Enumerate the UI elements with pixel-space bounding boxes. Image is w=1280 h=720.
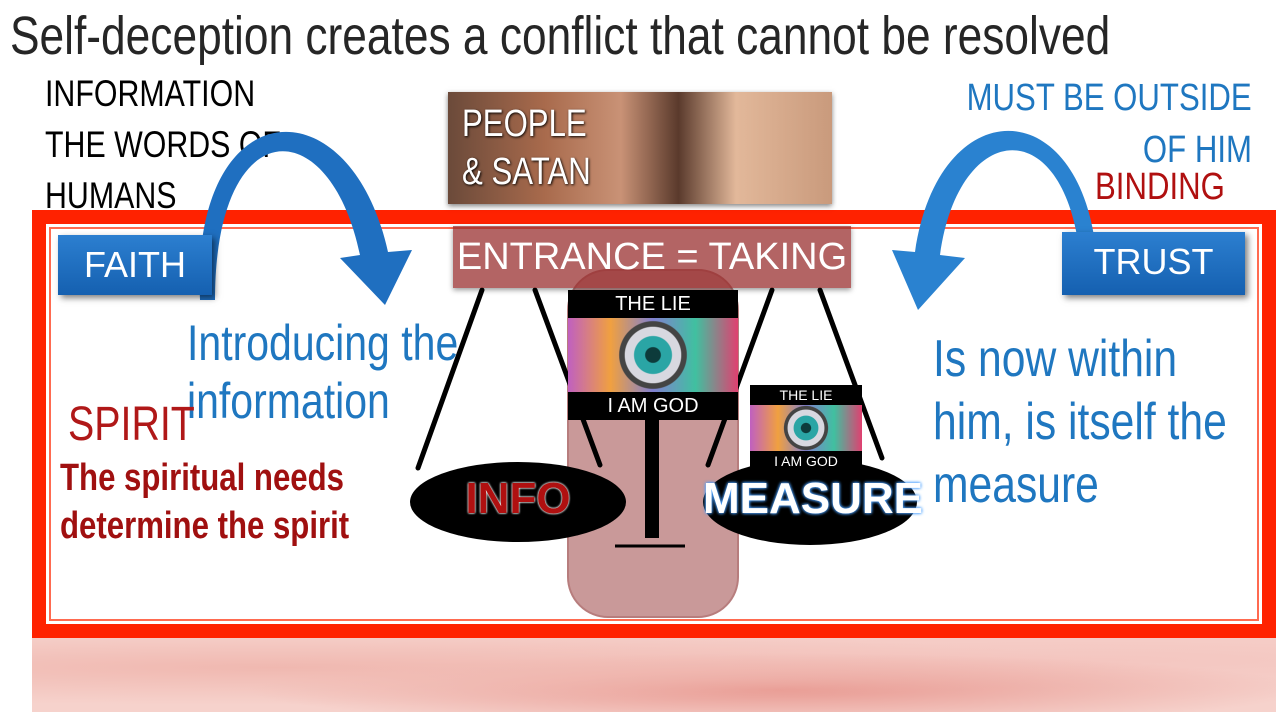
eye-image: [750, 405, 862, 451]
information-text: INFORMATION THE WORDS OF HUMANS: [45, 73, 281, 216]
scale-strings: [415, 287, 885, 471]
trust-box: TRUST: [1062, 232, 1245, 295]
info-pan: [410, 462, 626, 542]
faith-box: FAITH: [58, 235, 212, 295]
entrance-box: ENTRANCE = TAKING IN: [453, 226, 851, 340]
eye-image: [568, 318, 738, 392]
measure-label: MEASURE: [703, 474, 924, 523]
lie-eye-card: THE LIE I AM GOD: [568, 290, 738, 420]
lie-eye-card-small: THE LIE I AM GOD: [750, 385, 862, 471]
outside-text: MUST BE OUTSIDE OF HIM: [966, 77, 1252, 171]
right-curved-arrow: [892, 130, 1099, 310]
brain-background-image: [32, 638, 1276, 712]
spiritual-needs-text: The spiritual needs determine the spirit: [60, 457, 350, 547]
measure-pan: [703, 459, 917, 545]
introducing-text: Introducing the information: [187, 315, 459, 429]
left-curved-arrow: [199, 131, 412, 305]
info-label: INFO: [465, 474, 571, 523]
slide-title: Self-deception creates a conflict that c…: [10, 6, 1111, 66]
spirit-label: SPIRIT: [68, 398, 195, 451]
photo-label: PEOPLE & SATAN: [462, 103, 591, 193]
people-photo: PEOPLE & SATAN: [448, 92, 832, 204]
within-text: Is now within him, is itself the measure: [933, 330, 1227, 514]
binding-label: BINDING: [1095, 166, 1225, 208]
scale-stem: [645, 420, 659, 538]
